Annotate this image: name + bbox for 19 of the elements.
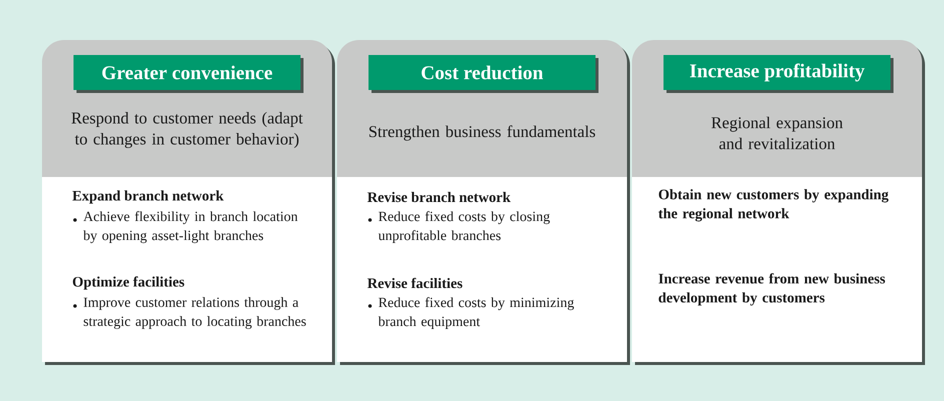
heading-banner: Greater convenience bbox=[74, 55, 304, 93]
bullet-text: Improve customer relations through a strategic approach to locating branches bbox=[84, 297, 306, 329]
item-heading: Optimize facilities bbox=[72, 276, 184, 290]
item-heading: Revise facilities bbox=[367, 278, 462, 288]
item-heading: Expand branch network bbox=[72, 190, 224, 204]
bullet-text: Reduce fixed costs by minimizing branch equipment bbox=[378, 297, 574, 330]
item-heading: Revise branch network bbox=[367, 192, 511, 202]
heading-banner: Cost reduction bbox=[368, 55, 598, 93]
item-heading: Obtain new customers by expanding the regional network bbox=[658, 189, 888, 222]
column-card bbox=[337, 40, 630, 365]
column-card bbox=[632, 40, 925, 365]
column-card bbox=[42, 40, 335, 365]
subtitle-text: Respond to customer needs (adapt to changes in customer behavior) bbox=[72, 112, 303, 148]
bullet-text: Achieve flexibility in branch location by opening asset-light branches bbox=[83, 211, 298, 244]
item-heading: Increase revenue from new business development by customers bbox=[658, 273, 885, 306]
bullet-text: Reduce fixed costs by closing unprofitable branches bbox=[378, 211, 550, 244]
subtitle-text: Regional expansion and revitalization bbox=[711, 116, 843, 150]
subtitle-text: Strengthen business fundamentals bbox=[369, 125, 596, 141]
heading-banner: Increase profitability bbox=[664, 55, 894, 93]
